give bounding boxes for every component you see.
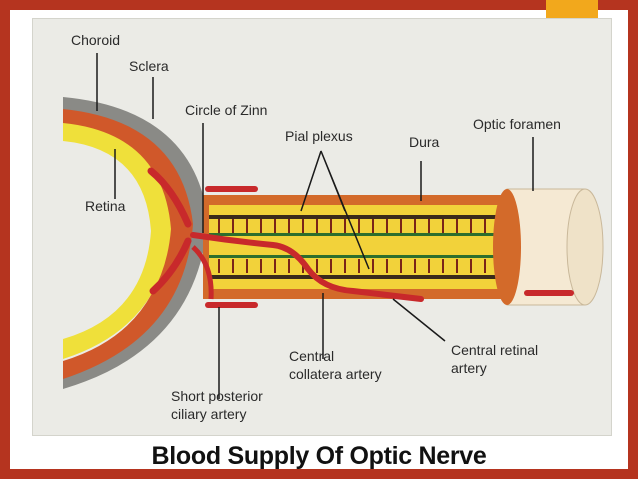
pial-band-4: [209, 275, 529, 279]
optic-foramen-opening: [493, 189, 521, 305]
label-optic-foramen: Optic foramen: [473, 116, 561, 132]
pial-plexus-hatching: [218, 219, 514, 273]
label-short-posterior-1: Short posterior: [171, 388, 263, 404]
pial-band-2: [209, 233, 529, 236]
label-retina: Retina: [85, 198, 126, 214]
optic-foramen-end: [566, 188, 604, 306]
accent-tab: [546, 0, 598, 19]
label-sclera: Sclera: [129, 58, 169, 74]
diagram-photo: Choroid Sclera Retina Circle of Zinn Pia…: [32, 18, 612, 436]
label-central-retinal-2: artery: [451, 360, 487, 376]
pial-band-1: [209, 215, 529, 219]
retina-layer: [63, 123, 171, 359]
retinal-vessel-lower: [149, 237, 192, 295]
label-choroid: Choroid: [71, 32, 120, 48]
label-central-collatera-2: collatera artery: [289, 366, 382, 382]
optic-nerve-diagram: Choroid Sclera Retina Circle of Zinn Pia…: [63, 32, 604, 422]
pial-band-3: [209, 255, 529, 258]
label-central-retinal-1: Central retinal: [451, 342, 538, 358]
label-short-posterior-2: ciliary artery: [171, 406, 246, 422]
label-dura: Dura: [409, 134, 440, 150]
leader-lines: [96, 53, 534, 399]
slide-title: Blood Supply Of Optic Nerve: [151, 442, 487, 470]
label-central-collatera-1: Central: [289, 348, 334, 364]
label-pial-plexus: Pial plexus: [285, 128, 353, 144]
retinal-vessel-upper: [147, 167, 192, 228]
label-circle-of-zinn: Circle of Zinn: [185, 102, 267, 118]
circle-of-zinn-vessel: [191, 245, 214, 300]
central-retinal-artery: [190, 232, 424, 302]
